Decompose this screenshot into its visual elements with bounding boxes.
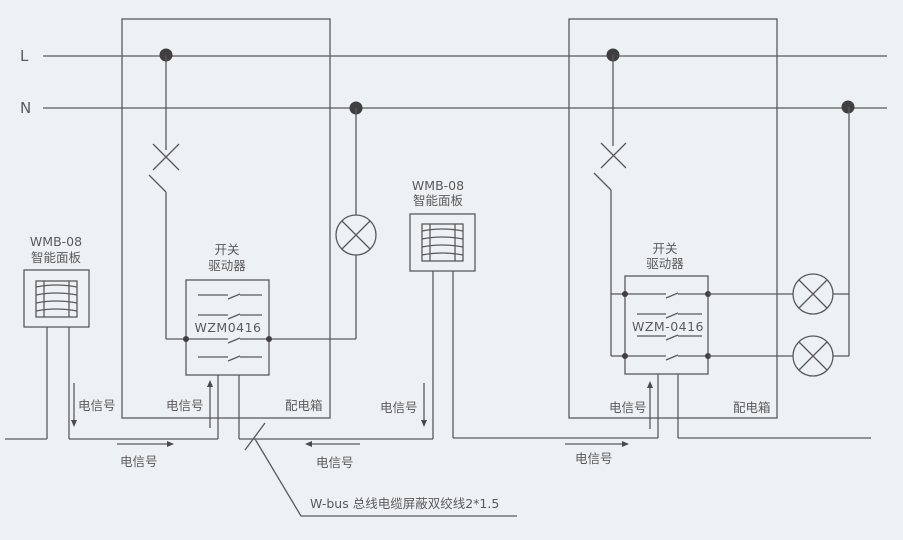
terminal-dot <box>622 291 628 297</box>
signal-label: 电信号 <box>380 400 418 415</box>
smart-panel-middle <box>409 213 476 272</box>
panel-middle-name: 智能面板 <box>413 193 464 208</box>
neutral-line-label: N <box>20 99 31 117</box>
lamp-icon <box>792 335 834 377</box>
driver-left-title-2: 驱动器 <box>208 258 246 273</box>
arrow-down-icon <box>71 420 77 427</box>
breaker-icon <box>148 143 180 193</box>
smart-panel-left <box>23 269 90 328</box>
distribution-box-right <box>568 18 778 419</box>
terminal-dot <box>266 336 272 342</box>
signal-label: 电信号 <box>166 398 204 413</box>
live-line-label: L <box>20 47 29 65</box>
breaker-icon <box>593 142 627 191</box>
lamp-icon <box>792 273 834 315</box>
signal-label: 电信号 <box>78 398 116 413</box>
panel-middle-model: WMB-08 <box>412 178 464 193</box>
arrow-right-icon <box>167 441 174 447</box>
distribution-box-left-label: 配电箱 <box>285 398 323 413</box>
signal-label: 电信号 <box>575 451 613 466</box>
driver-right-title-2: 驱动器 <box>646 256 684 271</box>
terminal-dot <box>622 353 628 359</box>
distribution-box-right-label: 配电箱 <box>733 400 771 415</box>
cable-mark <box>244 422 266 451</box>
relay-contacts-icon <box>186 293 269 362</box>
driver-right-title-1: 开关 <box>652 241 677 256</box>
driver-left-model: WZM0416 <box>194 320 261 335</box>
terminal-dot <box>183 336 189 342</box>
arrow-left-icon <box>305 441 312 447</box>
junction-dot <box>841 100 855 114</box>
cable-leader <box>254 438 517 517</box>
panel-left-name: 智能面板 <box>31 250 82 265</box>
panel-left-model: WMB-08 <box>30 234 82 249</box>
driver-left-title-1: 开关 <box>214 242 239 257</box>
lamp-icon <box>335 214 377 256</box>
arrow-up-icon <box>647 381 653 388</box>
driver-right-model: WZM-0416 <box>632 319 704 334</box>
switch-driver-right <box>624 275 709 375</box>
distribution-box-left <box>121 18 331 419</box>
arrow-down-icon <box>421 420 427 427</box>
arrow-right-icon <box>622 441 629 447</box>
arrow-up-icon <box>207 380 213 387</box>
switch-driver-left <box>185 279 270 376</box>
signal-label: 电信号 <box>609 400 647 415</box>
signal-label: 电信号 <box>316 455 354 470</box>
signal-label: 电信号 <box>120 454 158 469</box>
relay-contacts-icon <box>625 292 708 361</box>
cable-note: W-bus 总线电缆屏蔽双绞线2*1.5 <box>310 496 499 511</box>
